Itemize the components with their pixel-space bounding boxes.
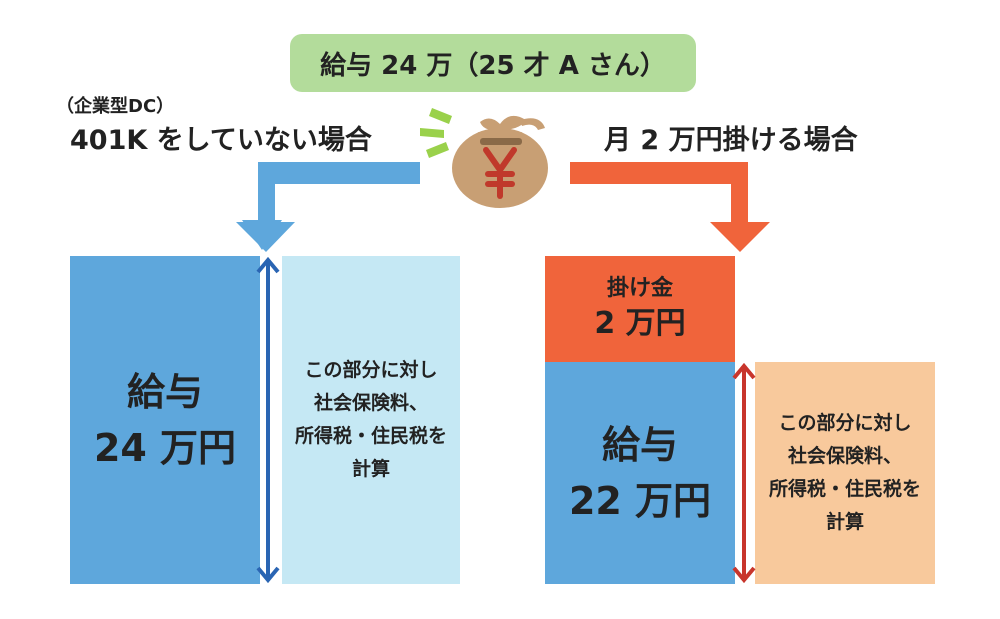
title-text: 給与 24 万（25 才 A さん） (320, 50, 666, 81)
contribution-value: 2 万円 (594, 306, 686, 341)
title-banner: 給与 24 万（25 才 A さん） (290, 34, 696, 92)
contribution-label: 掛け金 (606, 276, 673, 301)
right-heading: 月 2 万円掛ける場合 (604, 125, 858, 156)
left-flow-arrow (236, 162, 420, 252)
left-subtitle: （企業型DC） (56, 96, 175, 117)
yen-icon (483, 147, 517, 199)
right-range-arrow (732, 362, 756, 584)
left-note-box: この部分に対し 社会保険料、 所得税・住民税を 計算 (282, 256, 460, 584)
right-salary-label: 給与 (601, 423, 678, 467)
right-salary-box: 給与 22 万円 (545, 362, 735, 584)
right-salary-value: 22 万円 (568, 479, 712, 523)
contribution-box: 掛け金 2 万円 (545, 256, 735, 362)
left-range-arrow (256, 256, 280, 584)
left-note-line: 計算 (351, 458, 390, 480)
left-salary-label: 給与 (126, 370, 203, 414)
money-bag-icon (452, 115, 548, 208)
left-salary-box: 給与 24 万円 (70, 256, 260, 584)
left-note-line: 社会保険料、 (313, 392, 428, 414)
right-note-line: この部分に対し (778, 412, 912, 434)
left-heading: 401K をしていない場合 (70, 125, 372, 156)
sparkle-icon (420, 108, 452, 158)
left-note-line: 所得税・住民税を (294, 425, 447, 447)
left-note-line: この部分に対し (304, 359, 438, 381)
left-salary-value: 24 万円 (93, 426, 237, 470)
right-note-line: 計算 (825, 511, 864, 533)
right-flow-arrow (570, 162, 770, 252)
right-note-box: この部分に対し 社会保険料、 所得税・住民税を 計算 (755, 362, 935, 584)
right-note-line: 社会保険料、 (787, 445, 902, 467)
right-note-line: 所得税・住民税を (768, 478, 921, 500)
